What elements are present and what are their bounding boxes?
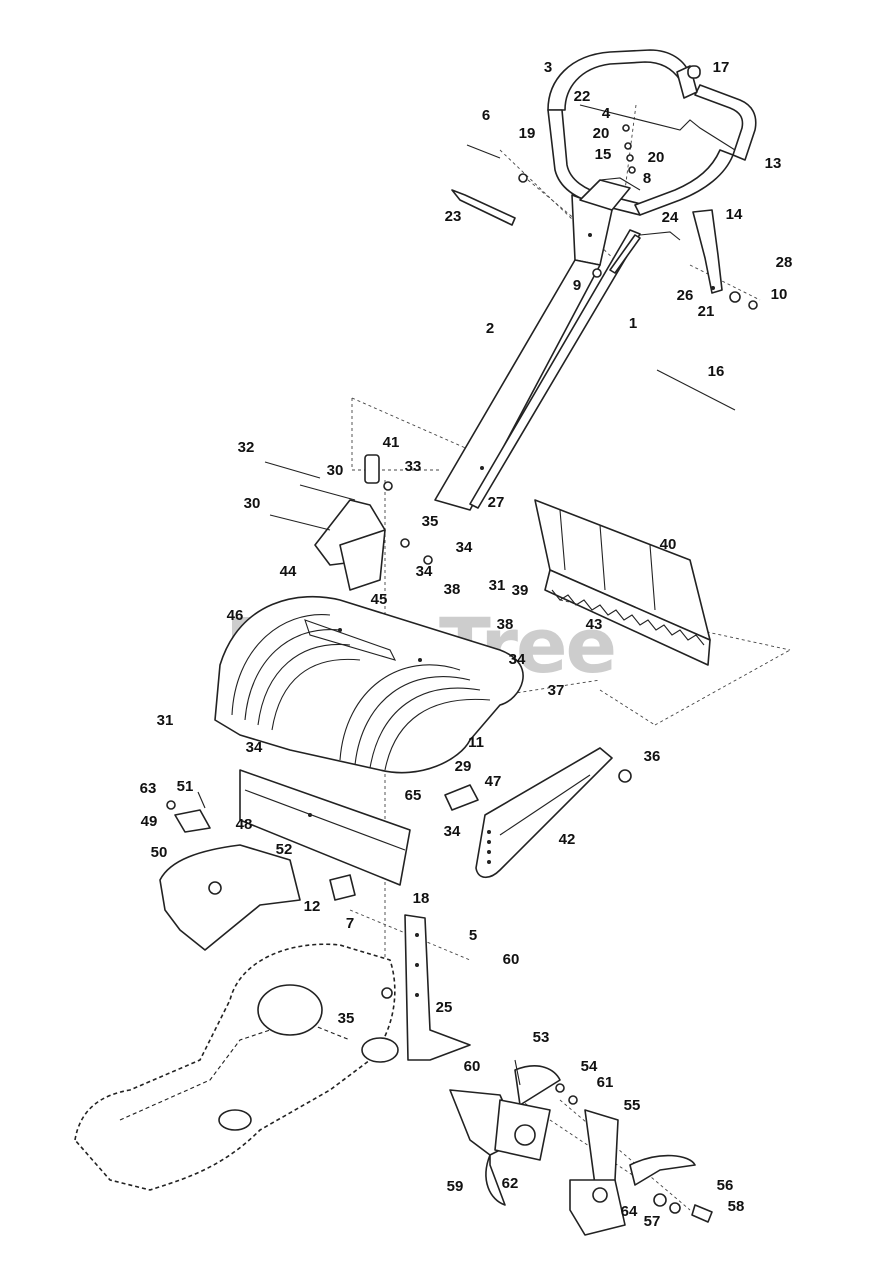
- callout-6: 6: [482, 107, 490, 124]
- mounting-bracket: [264, 454, 433, 591]
- callout-56: 56: [717, 1177, 734, 1194]
- callout-46: 46: [227, 607, 244, 624]
- callout-60: 60: [503, 951, 520, 968]
- callout-64: 64: [621, 1203, 638, 1220]
- callout-4: 4: [602, 105, 611, 122]
- callout-26: 26: [677, 287, 694, 304]
- callout-17: 17: [713, 59, 730, 76]
- callout-3: 3: [544, 59, 552, 76]
- callout-31: 31: [157, 712, 174, 729]
- callout-47: 47: [485, 773, 502, 790]
- callout-34: 34: [444, 823, 461, 840]
- tine-assembly: [449, 1059, 713, 1236]
- callout-62: 62: [502, 1175, 519, 1192]
- callout-34: 34: [246, 739, 263, 756]
- callout-45: 45: [371, 591, 388, 608]
- callout-31: 31: [489, 577, 506, 594]
- lever-bracket: [692, 209, 758, 310]
- callout-21: 21: [698, 303, 715, 320]
- callout-24: 24: [662, 209, 679, 226]
- callout-48: 48: [236, 816, 253, 833]
- callout-58: 58: [728, 1198, 745, 1215]
- callout-53: 53: [533, 1029, 550, 1046]
- callout-52: 52: [276, 841, 293, 858]
- callout-57: 57: [644, 1213, 661, 1230]
- callout-34: 34: [416, 563, 433, 580]
- callout-35: 35: [422, 513, 439, 530]
- callout-16: 16: [708, 363, 725, 380]
- callout-25: 25: [436, 999, 453, 1016]
- callout-61: 61: [597, 1074, 614, 1091]
- callout-30: 30: [327, 462, 344, 479]
- callout-38: 38: [444, 581, 461, 598]
- callout-49: 49: [141, 813, 158, 830]
- callout-2: 2: [486, 320, 494, 337]
- callout-39: 39: [512, 582, 529, 599]
- callout-50: 50: [151, 844, 168, 861]
- belt-cover: [159, 844, 301, 951]
- shield-flap: [239, 769, 411, 886]
- control-rod: [469, 229, 681, 509]
- callout-42: 42: [559, 831, 576, 848]
- callout-43: 43: [586, 616, 603, 633]
- callout-40: 40: [660, 536, 677, 553]
- callout-20: 20: [648, 149, 665, 166]
- callout-59: 59: [447, 1178, 464, 1195]
- callout-41: 41: [383, 434, 400, 451]
- callout-55: 55: [624, 1097, 641, 1114]
- callout-19: 19: [519, 125, 536, 142]
- callout-54: 54: [581, 1058, 598, 1075]
- callout-28: 28: [776, 254, 793, 271]
- callout-34: 34: [509, 651, 526, 668]
- callout-27: 27: [488, 494, 505, 511]
- callout-5: 5: [469, 927, 477, 944]
- callout-8: 8: [643, 170, 651, 187]
- callout-15: 15: [595, 146, 612, 163]
- callout-22: 22: [574, 88, 591, 105]
- depth-plate: [475, 747, 632, 879]
- callout-10: 10: [771, 286, 788, 303]
- callout-37: 37: [548, 682, 565, 699]
- callout-7: 7: [346, 915, 354, 932]
- hitch-parts: [166, 784, 479, 901]
- drag-bar: [534, 499, 711, 666]
- upper-hardware: [451, 124, 736, 411]
- callout-12: 12: [304, 898, 321, 915]
- callout-29: 29: [455, 758, 472, 775]
- transmission-housing: [74, 943, 399, 1191]
- callout-44: 44: [280, 563, 297, 580]
- handlebar-assembly: [547, 49, 757, 216]
- callout-33: 33: [405, 458, 422, 475]
- callout-23: 23: [445, 208, 462, 225]
- callout-20: 20: [593, 125, 610, 142]
- callout-34: 34: [456, 539, 473, 556]
- callout-11: 11: [468, 734, 484, 751]
- callout-18: 18: [413, 890, 430, 907]
- callout-36: 36: [644, 748, 661, 765]
- callout-38: 38: [497, 616, 514, 633]
- callout-30: 30: [244, 495, 261, 512]
- callout-63: 63: [140, 780, 157, 797]
- callout-14: 14: [726, 206, 743, 223]
- handle-tube: [434, 179, 631, 511]
- callout-1: 1: [629, 315, 637, 332]
- tine-shield: [214, 595, 524, 774]
- callout-13: 13: [765, 155, 782, 172]
- callout-60: 60: [464, 1058, 481, 1075]
- callout-65: 65: [405, 787, 422, 804]
- callout-9: 9: [573, 277, 581, 294]
- depth-stake: [381, 914, 471, 1061]
- callout-51: 51: [177, 778, 194, 795]
- callout-32: 32: [238, 439, 255, 456]
- callout-35: 35: [338, 1010, 355, 1027]
